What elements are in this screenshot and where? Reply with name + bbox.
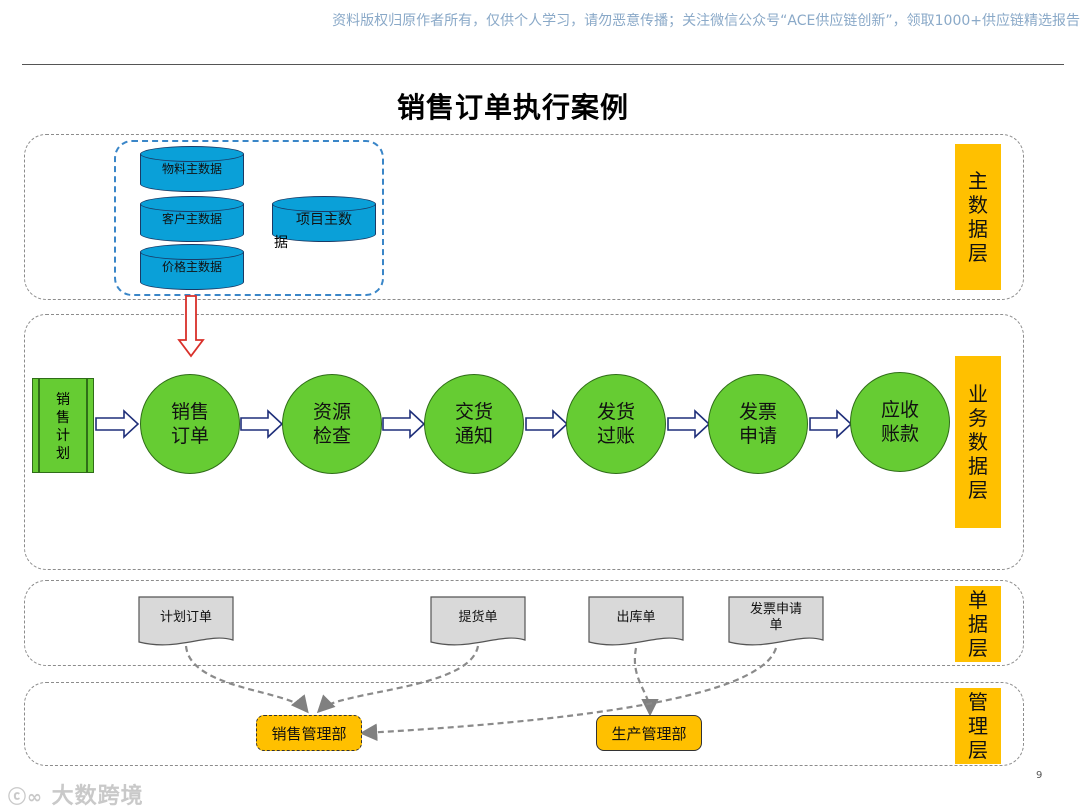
doc-plan-order-label: 计划订单 bbox=[159, 610, 212, 625]
price-master-label: 价格主数据 bbox=[161, 260, 222, 274]
master-data-panel bbox=[24, 134, 1024, 300]
step-label: 资源 bbox=[312, 401, 351, 423]
connector-delivery-to-sales bbox=[316, 645, 480, 714]
business-data-panel bbox=[24, 314, 1024, 570]
logo-mark-icon: ⓒ∞ bbox=[8, 787, 43, 808]
layer-label-char: 据 bbox=[968, 612, 988, 636]
doc-outbound: 出库单 bbox=[588, 596, 684, 648]
step-resource-check: 资源 检查 bbox=[282, 374, 382, 474]
step-label: 订单 bbox=[170, 425, 209, 447]
layer-label-char: 务 bbox=[968, 406, 988, 430]
sales-plan-box: 销 售 计 划 bbox=[32, 378, 94, 473]
layer-label-char: 管 bbox=[968, 690, 988, 714]
connector-outbound-to-production bbox=[633, 647, 659, 717]
document-panel bbox=[24, 580, 1024, 666]
layer-label-char: 单 bbox=[968, 588, 988, 612]
doc-invoice-request-label: 发票申请 单 bbox=[728, 602, 824, 634]
layer-label-document: 单 据 层 bbox=[955, 586, 1001, 662]
page-title: 销售订单执行案例 bbox=[396, 91, 629, 124]
layer-label-char: 数 bbox=[968, 430, 988, 454]
step-label: 交货 bbox=[454, 401, 493, 423]
project-master-db: 项目主数 bbox=[272, 196, 376, 242]
layer-label-char: 数 bbox=[968, 193, 988, 217]
flow-arrow-icon bbox=[667, 409, 711, 439]
step-label: 申请 bbox=[738, 425, 777, 447]
doc-invoice-request: 发票申请 单 bbox=[728, 596, 824, 648]
layer-label-char: 主 bbox=[968, 169, 988, 193]
step-goods-issue: 发货 过账 bbox=[566, 374, 666, 474]
page-number: 9 bbox=[1036, 770, 1043, 781]
connector-invoice-to-sales bbox=[359, 647, 778, 742]
step-label: 销售 bbox=[170, 401, 209, 423]
step-label: 过账 bbox=[596, 425, 635, 447]
doc-invoice-request-line: 发票申请 bbox=[749, 602, 802, 617]
brand-logo: ⓒ∞ 大数跨境 bbox=[8, 778, 144, 810]
layer-label-char: 据 bbox=[968, 454, 988, 478]
step-label: 通知 bbox=[454, 425, 493, 447]
step-label: 应收 bbox=[880, 399, 919, 421]
layer-label-char: 业 bbox=[968, 382, 988, 406]
doc-plan-order: 计划订单 bbox=[138, 596, 234, 648]
layer-label-business: 业 务 数 据 层 bbox=[955, 356, 1001, 528]
doc-delivery-note: 提货单 bbox=[430, 596, 526, 648]
layer-label-char: 理 bbox=[968, 714, 988, 738]
layer-label-char: 层 bbox=[968, 241, 988, 265]
flow-arrow-icon bbox=[95, 409, 140, 439]
step-label: 检查 bbox=[312, 425, 351, 447]
material-master-label: 物料主数据 bbox=[161, 162, 222, 176]
dept-production-management: 生产管理部 bbox=[596, 715, 702, 751]
sales-plan-char: 计 bbox=[56, 428, 70, 444]
doc-invoice-request-line: 单 bbox=[769, 618, 783, 633]
connector-plan-to-sales bbox=[184, 645, 309, 714]
step-label: 发货 bbox=[596, 401, 635, 423]
flow-arrow-icon bbox=[382, 409, 426, 439]
flow-arrow-icon bbox=[525, 409, 569, 439]
material-master-db: 物料主数据 bbox=[140, 146, 244, 192]
layer-label-management: 管 理 层 bbox=[955, 688, 1001, 764]
dept-sales-management: 销售管理部 bbox=[256, 715, 362, 751]
sales-plan-char: 划 bbox=[56, 446, 70, 462]
layer-label-master: 主 数 据 层 bbox=[955, 144, 1001, 290]
master-to-order-arrow bbox=[177, 295, 205, 358]
logo-text: 大数跨境 bbox=[51, 784, 144, 809]
step-label: 账款 bbox=[880, 423, 919, 445]
step-invoice-request: 发票 申请 bbox=[708, 374, 808, 474]
master-data-group bbox=[114, 140, 384, 296]
project-master-label: 项目主数 bbox=[296, 212, 352, 228]
header-divider bbox=[22, 64, 1064, 65]
project-master-label-overflow: 据 bbox=[274, 235, 288, 251]
flow-arrow-icon bbox=[809, 409, 853, 439]
doc-delivery-note-label: 提货单 bbox=[458, 610, 498, 625]
step-sales-order: 销售 订单 bbox=[140, 374, 240, 474]
management-panel bbox=[24, 682, 1024, 766]
sales-plan-char: 售 bbox=[56, 410, 70, 426]
price-master-db: 价格主数据 bbox=[140, 244, 244, 290]
step-label: 发票 bbox=[738, 401, 777, 423]
layer-label-char: 层 bbox=[968, 478, 988, 502]
step-delivery-notice: 交货 通知 bbox=[424, 374, 524, 474]
layer-label-char: 层 bbox=[968, 636, 988, 660]
layer-label-char: 层 bbox=[968, 738, 988, 762]
step-accounts-receivable: 应收 账款 bbox=[850, 372, 950, 472]
customer-master-label: 客户主数据 bbox=[161, 212, 222, 226]
flow-arrow-icon bbox=[240, 409, 284, 439]
layer-label-char: 据 bbox=[968, 217, 988, 241]
doc-outbound-label: 出库单 bbox=[616, 610, 656, 625]
sales-plan-char: 销 bbox=[56, 392, 70, 408]
watermark-text: 资料版权归原作者所有，仅供个人学习，请勿恶意传播；关注微信公众号“ACE供应链创… bbox=[332, 13, 1080, 29]
customer-master-db: 客户主数据 bbox=[140, 196, 244, 242]
